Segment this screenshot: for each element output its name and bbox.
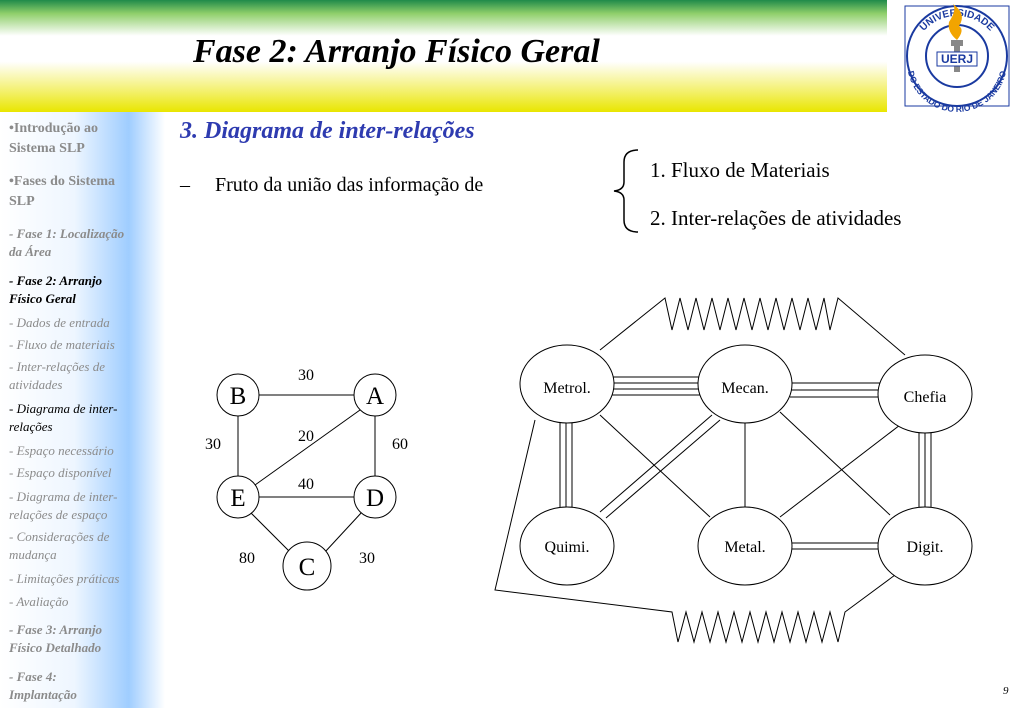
graph-small-nodes — [216, 373, 397, 591]
graph-small — [237, 394, 376, 553]
edge-zigzag-top — [599, 297, 906, 356]
sidebar-item-phase2-cont[interactable]: Físico Geral — [9, 291, 76, 306]
node-a-label: A — [366, 383, 384, 410]
node-c — [282, 541, 332, 591]
sidebar-item-evaluation[interactable]: - Avaliação — [9, 594, 69, 609]
node-digit-label: Digit. — [907, 539, 944, 556]
list-item-material-flow: 1. Fluxo de Materiais — [650, 158, 830, 182]
sidebar-item-phase4[interactable]: - Fase 4: — [9, 669, 57, 684]
node-metrol-label: Metrol. — [543, 380, 591, 397]
node-mecan — [697, 344, 793, 424]
node-metal-label: Metal. — [724, 539, 765, 556]
curly-brace-icon — [613, 149, 639, 233]
node-quimi-label: Quimi. — [545, 539, 590, 556]
sidebar-item-activity-relations[interactable]: - Inter-relações de — [9, 359, 105, 374]
sidebar-item-phase1-cont[interactable]: da Área — [9, 244, 52, 259]
sidebar-item-phase4-cont[interactable]: Implantação — [9, 687, 77, 702]
edge-e-c — [249, 511, 291, 553]
section-heading: 3. Diagrama de inter-relações — [180, 118, 475, 144]
node-d-label: D — [366, 485, 384, 512]
page-number: 9 — [1003, 685, 1009, 697]
bullet-text: Fruto da união das informação de — [215, 174, 484, 196]
sidebar-item-intro-cont[interactable]: Sistema SLP — [9, 141, 85, 156]
header-band — [0, 0, 887, 112]
node-e — [216, 475, 260, 519]
edge-d-c-label: 30 — [359, 550, 375, 567]
sidebar-item-relations-diagram[interactable]: - Diagrama de inter- — [9, 401, 118, 416]
sidebar-item-space-diagram[interactable]: - Diagrama de inter- — [9, 489, 118, 504]
sidebar-item-available-space[interactable]: - Espaço disponível — [9, 465, 112, 480]
sidebar-item-activity-relations-cont[interactable]: atividades — [9, 377, 63, 392]
node-chefia-label: Chefia — [904, 389, 947, 406]
edge-e-c-label: 80 — [239, 550, 255, 567]
edge-b-e-label: 30 — [205, 436, 221, 453]
sidebar-item-phase3-cont[interactable]: Físico Detalhado — [9, 640, 102, 655]
slide-title: Fase 2: Arranjo Físico Geral — [193, 33, 600, 70]
edge-e-a — [254, 409, 361, 486]
sidebar-item-phases[interactable]: •Fases do Sistema — [9, 174, 116, 189]
university-logo: UNIVERSIDADE DO ESTADO DO RIO DE JANEIRO… — [887, 0, 1023, 114]
bullet-dash: – — [180, 174, 190, 196]
edge-a-d-label: 60 — [392, 436, 408, 453]
sidebar-item-material-flow[interactable]: - Fluxo de materiais — [9, 337, 115, 352]
sidebar-item-relations-diagram-cont[interactable]: relações — [9, 419, 53, 434]
node-mecan-label: Mecan. — [721, 380, 769, 397]
edge-b-a-label: 30 — [298, 367, 314, 384]
edge-zigzag-bottom — [494, 419, 896, 644]
edge-e-d-label: 40 — [298, 476, 314, 493]
sidebar-item-intro[interactable]: •Introdução ao — [9, 121, 99, 136]
torch-flame-icon — [948, 4, 962, 40]
node-metrol — [519, 344, 615, 424]
node-b-label: B — [230, 383, 247, 410]
sidebar-item-phases-cont[interactable]: SLP — [9, 194, 35, 209]
sidebar-item-practical-limits[interactable]: - Limitações práticas — [9, 571, 120, 586]
node-e-label: E — [230, 485, 245, 512]
sidebar-item-required-space[interactable]: - Espaço necessário — [9, 443, 114, 458]
node-quimi — [519, 506, 615, 586]
sidebar-nav: •Introdução ao Sistema SLP •Fases do Sis… — [0, 112, 165, 708]
graph-large-nodes — [519, 344, 973, 586]
list-item-activity-relations: 2. Inter-relações de atividades — [650, 206, 902, 230]
graph-large-edges — [494, 297, 932, 644]
sidebar-item-phase2[interactable]: - Fase 2: Arranjo — [9, 273, 103, 288]
node-metal — [697, 506, 793, 586]
node-chefia — [877, 354, 973, 434]
sidebar-item-phase1[interactable]: - Fase 1: Localização — [9, 226, 125, 241]
node-c-label: C — [299, 554, 316, 581]
node-b — [216, 373, 260, 417]
edge-d-c — [324, 511, 363, 553]
sidebar-item-change-considerations[interactable]: - Considerações de — [9, 529, 110, 544]
logo-center-text: UERJ — [941, 52, 973, 66]
node-d — [353, 475, 397, 519]
sidebar-item-change-considerations-cont[interactable]: mudança — [9, 547, 57, 562]
sidebar-item-input-data[interactable]: - Dados de entrada — [9, 315, 110, 330]
sidebar-item-space-diagram-cont[interactable]: relações de espaço — [9, 507, 108, 522]
node-digit — [877, 506, 973, 586]
sidebar-item-phase3[interactable]: - Fase 3: Arranjo — [9, 622, 103, 637]
node-a — [353, 373, 397, 417]
edge-e-a-label: 20 — [298, 428, 314, 445]
